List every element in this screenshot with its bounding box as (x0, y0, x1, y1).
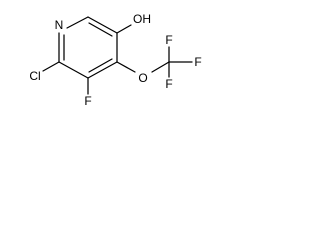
atom-label-f-right: F (194, 55, 201, 69)
atom-label-f-bottom: F (165, 77, 172, 91)
bond-c2-c3 (58, 61, 89, 79)
bond-c3-c4 (87, 61, 118, 79)
bond-c4-o (116, 61, 136, 73)
atom-label-n: N (55, 18, 64, 32)
bond-o-cf3 (151, 61, 170, 73)
bond-c5-oh (116, 24, 132, 34)
atom-label-o: O (138, 71, 147, 85)
atom-label-cl: Cl (29, 69, 40, 83)
bond-c6-n (66, 16, 89, 29)
bond-c5-c6 (87, 16, 118, 34)
bond-c5-c6-inner (88, 22, 113, 37)
atom-label-f-top: F (165, 33, 172, 47)
pyridine-ring (58, 16, 118, 79)
bond-c2-cl (42, 61, 60, 72)
bond-c3-c4-inner (88, 58, 113, 73)
atom-label-oh: OH (133, 12, 151, 26)
atom-label-f-ring: F (84, 94, 91, 108)
atom-labels: N OH Cl F O F F F (29, 12, 201, 108)
chemical-structure: N OH Cl F O F F F (29, 12, 201, 108)
substituent-bonds (42, 24, 193, 95)
